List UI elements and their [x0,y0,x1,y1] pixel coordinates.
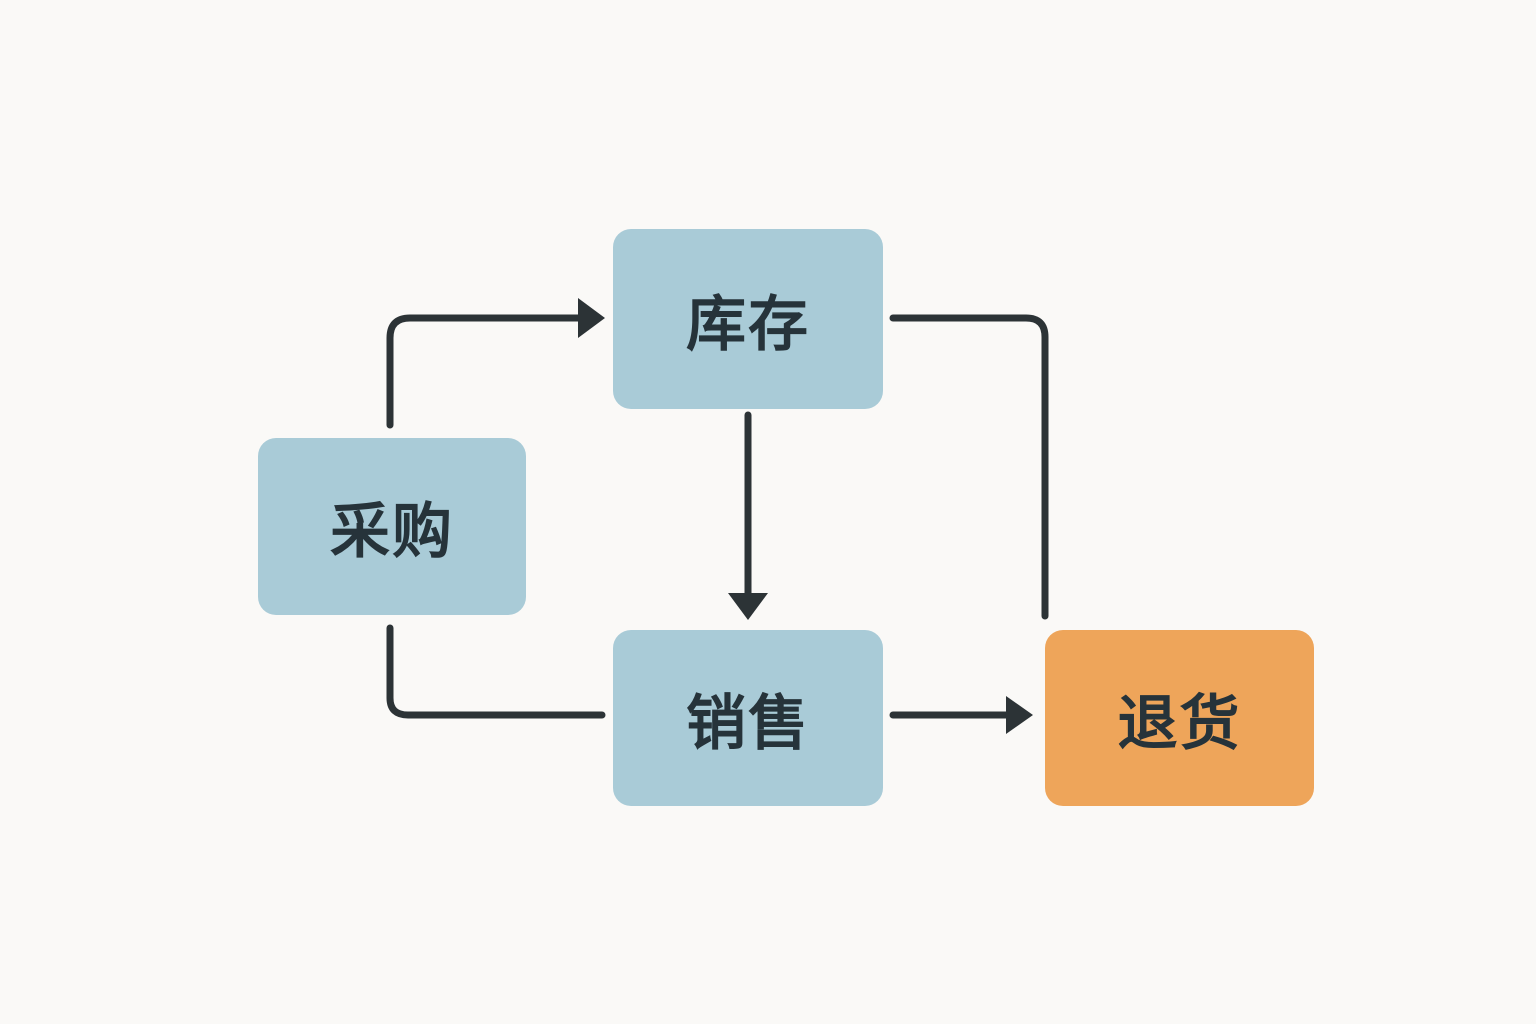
arrowhead-into-returns [1006,696,1033,734]
edge-purchase-to-inventory [386,314,584,429]
arrowhead-into-sales [728,593,768,620]
arrowhead-into-inventory [578,298,605,338]
node-purchase: 采购 [258,438,526,615]
node-sales: 销售 [613,630,883,806]
edge-inventory-to-returns [889,314,1049,620]
node-inventory: 库存 [613,229,883,409]
node-returns: 退货 [1045,630,1314,806]
edge-purchase-to-sales [386,624,606,719]
